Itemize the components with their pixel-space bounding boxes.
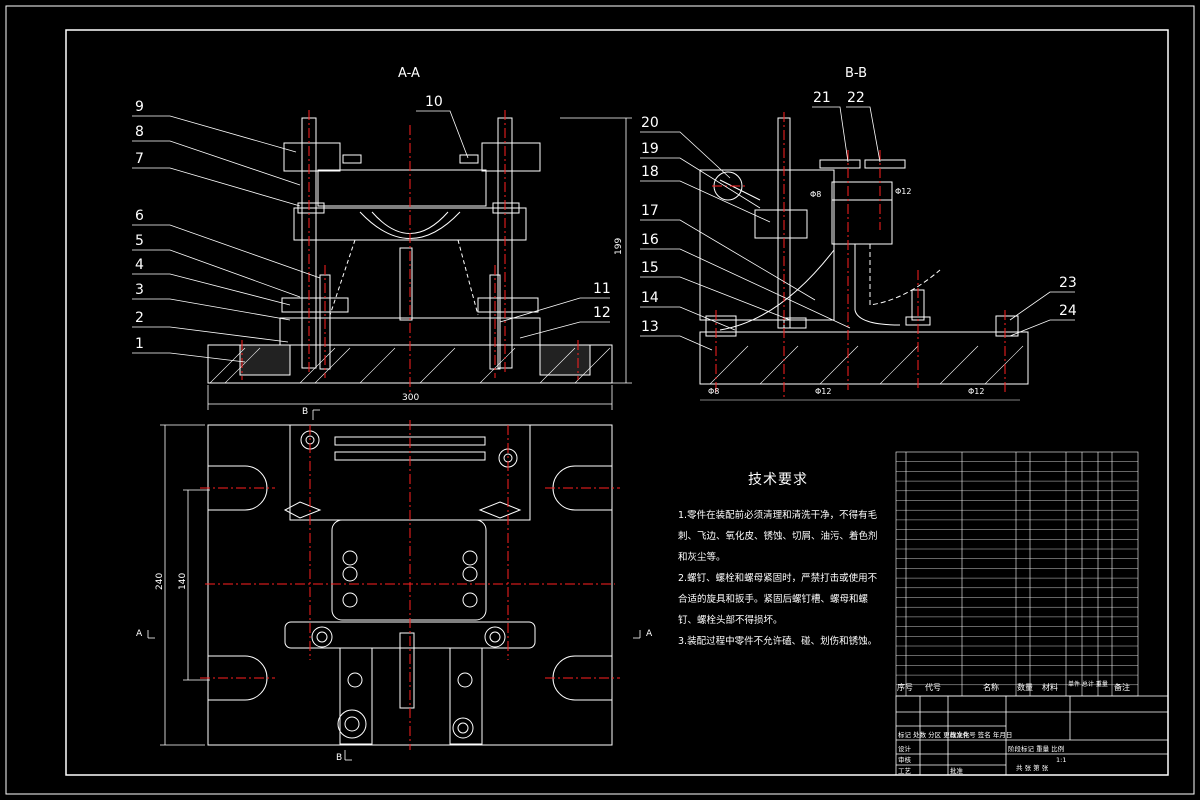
cut-marker-a-right: A <box>646 629 653 639</box>
leaders-bb <box>640 106 1075 351</box>
dim-bb-fit-2: Φ12 <box>895 187 911 196</box>
inner-border <box>65 29 1169 776</box>
balloon-bb-20: 20 <box>641 115 659 131</box>
tb-designer: 设计 <box>898 744 912 753</box>
balloon-aa-12: 12 <box>593 305 611 321</box>
tb-checker: 审核 <box>898 755 912 764</box>
cut-marker-b-top: B <box>302 407 308 417</box>
dimensions-plan <box>147 409 641 761</box>
dim-plan-outer: 240 <box>155 573 165 590</box>
tech-note-3: 3.装配过程中零件不允许磕、碰、划伤和锈蚀。 <box>678 636 878 647</box>
base-hatching <box>209 347 611 384</box>
tb-scale: 1:1 <box>1056 756 1066 764</box>
tb-standard: 标准化 <box>950 730 970 739</box>
centerlines-plan <box>200 420 620 750</box>
balloon-bb-23: 23 <box>1059 275 1077 291</box>
balloon-aa-10: 10 <box>425 94 443 110</box>
title-block <box>895 695 1169 776</box>
technical-requirements: 技术要求 1.零件在装配前必须清理和清洗干净，不得有毛刺、飞边、氧化皮、锈蚀、切… <box>678 470 878 652</box>
balloon-aa-11: 11 <box>593 281 611 297</box>
centerlines-bb <box>712 112 1006 400</box>
view-label-bb: B-B <box>845 66 867 81</box>
bom-header-qty: 数量 <box>1017 682 1033 692</box>
balloon-aa-1: 1 <box>135 336 144 352</box>
section-view-bb: B-B <box>699 66 1029 385</box>
dim-bb-fit-1: Φ8 <box>810 190 821 199</box>
dim-bb-fit-3: Φ12 <box>815 387 831 396</box>
bb-hatching <box>709 345 1024 385</box>
balloon-bb-18: 18 <box>641 164 659 180</box>
dim-plan-inner: 140 <box>178 573 188 590</box>
balloon-aa-3: 3 <box>135 282 144 298</box>
title-block-text: 标记 处数 分区 更改文件号 签名 年月日 设计 标准化 阶段标记 重量 比例 … <box>898 730 1066 775</box>
bom-header-name: 名称 <box>983 682 999 692</box>
outer-border <box>5 5 1195 795</box>
balloon-aa-6: 6 <box>135 208 144 224</box>
cut-marker-a-left: A <box>136 629 143 639</box>
tb-stage: 阶段标记 重量 比例 <box>1008 744 1064 753</box>
balloon-bb-13: 13 <box>641 319 659 335</box>
balloon-aa-7: 7 <box>135 151 144 167</box>
balloon-bb-17: 17 <box>641 203 659 219</box>
balloon-bb-19: 19 <box>641 141 659 157</box>
balloon-bb-14: 14 <box>641 290 659 306</box>
dim-bb-fit-4: Φ8 <box>708 387 719 396</box>
tb-sheets: 共 张 第 张 <box>1016 763 1049 772</box>
balloon-bb-24: 24 <box>1059 303 1077 319</box>
tb-process: 工艺 <box>898 767 912 775</box>
balloon-aa-4: 4 <box>135 257 144 273</box>
balloon-bb-21: 21 <box>813 90 831 106</box>
centerlines-aa <box>241 110 579 395</box>
balloon-aa-5: 5 <box>135 233 144 249</box>
tech-notes-title: 技术要求 <box>748 472 808 488</box>
bom-header-weight: 单件 总计 重量 <box>1068 680 1108 688</box>
dimensions-aa <box>207 117 632 410</box>
balloon-aa-8: 8 <box>135 124 144 140</box>
balloon-bb-22: 22 <box>847 90 865 106</box>
dim-bb-fit-5: Φ12 <box>968 387 984 396</box>
bom-header-material: 材料 <box>1042 682 1058 692</box>
dim-aa-width: 300 <box>402 393 419 403</box>
tb-row1: 标记 处数 分区 更改文件号 签名 年月日 <box>898 730 1012 739</box>
bom-table <box>895 451 1139 697</box>
bom-header-row: 序号 代号 名称 数量 材料 单件 总计 重量 备注 <box>897 680 1130 692</box>
balloon-aa-9: 9 <box>135 99 144 115</box>
bom-header-remark: 备注 <box>1114 682 1130 692</box>
bom-rows <box>896 461 1138 685</box>
balloon-aa-2: 2 <box>135 310 144 326</box>
view-label-aa: A-A <box>398 66 420 81</box>
bom-header-seq: 序号 <box>897 682 913 692</box>
tech-note-2: 2.螺钉、螺栓和螺母紧固时，严禁打击或使用不合适的旋具和扳手。紧固后螺钉槽、螺母… <box>678 573 878 626</box>
bom-header-code: 代号 <box>925 682 941 692</box>
balloon-bb-16: 16 <box>641 232 659 248</box>
cut-marker-b-bottom: B <box>336 753 342 763</box>
dim-aa-height: 199 <box>614 238 624 255</box>
balloon-bb-15: 15 <box>641 260 659 276</box>
tech-note-1: 1.零件在装配前必须清理和清洗干净，不得有毛刺、飞边、氧化皮、锈蚀、切屑、油污、… <box>678 510 878 563</box>
leaders-aa <box>132 110 610 363</box>
tb-approve: 批准 <box>950 766 964 775</box>
